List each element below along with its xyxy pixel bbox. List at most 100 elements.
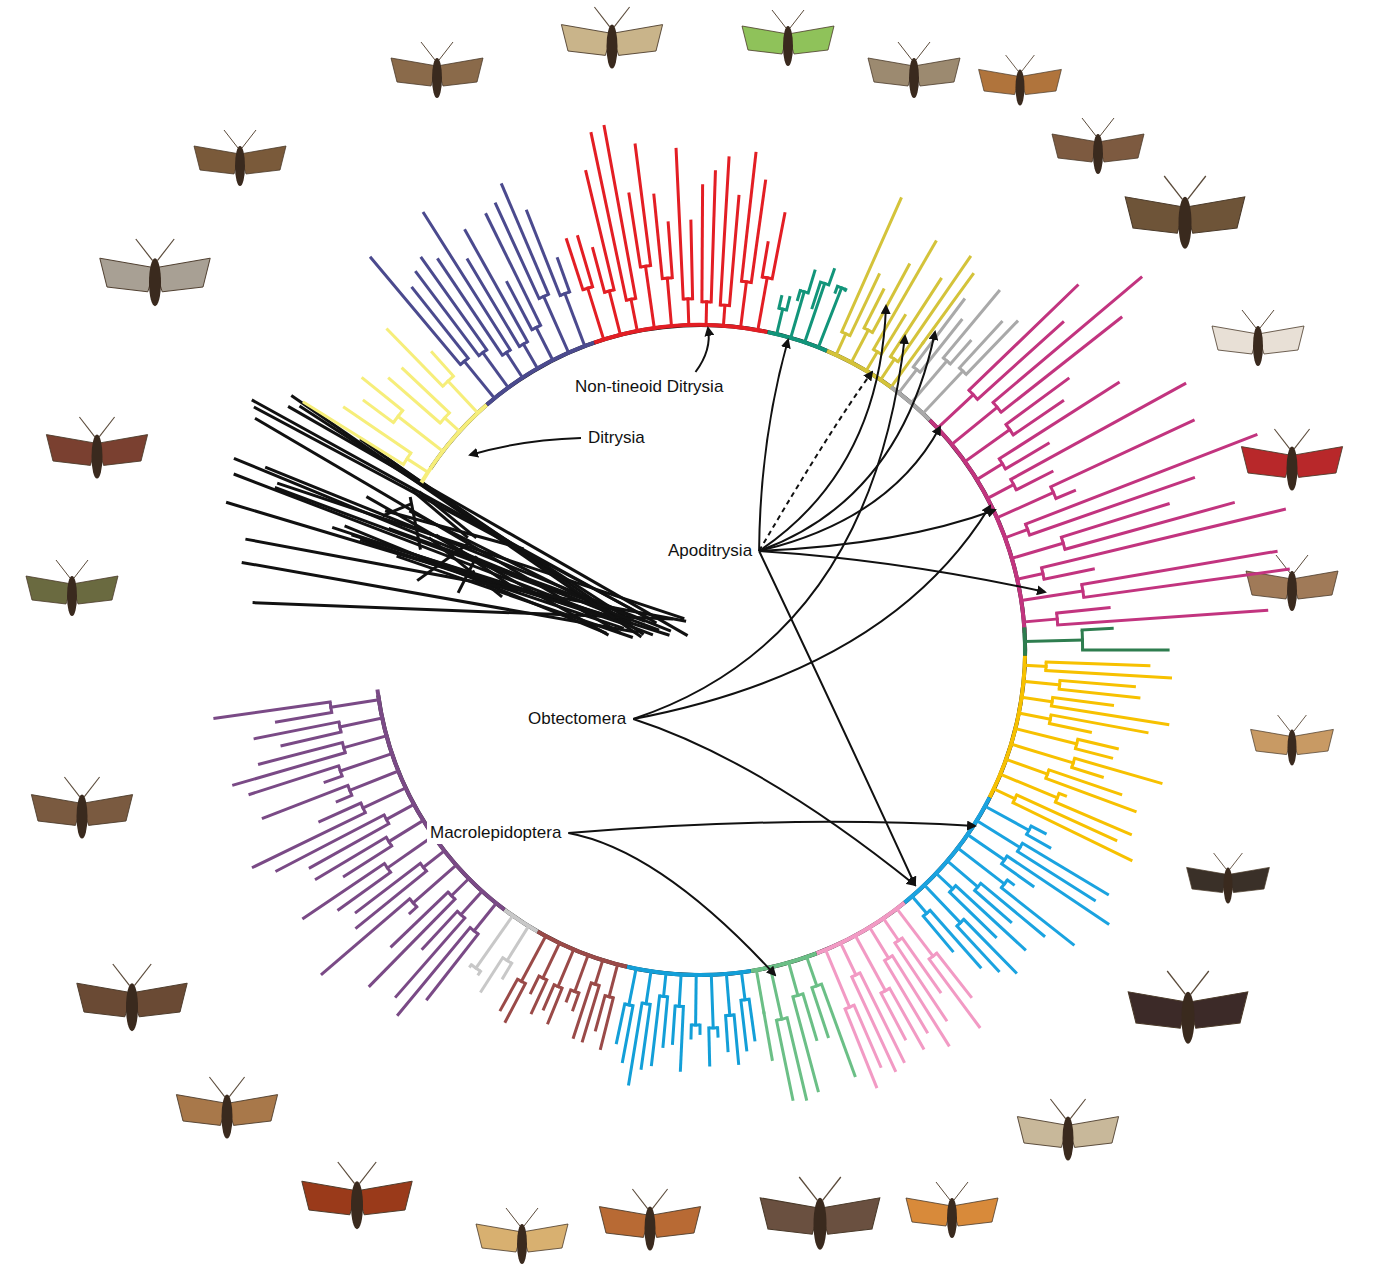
basal-branch	[419, 492, 476, 538]
tree-branch	[344, 736, 387, 748]
clade-label: Macrolepidoptera	[427, 822, 564, 844]
tree-branch	[756, 970, 764, 1012]
moth-photo	[979, 55, 1062, 105]
clade-label: Non-tineoid Ditrysia	[572, 376, 726, 398]
tree-branch	[663, 997, 668, 1047]
tree-branch	[422, 258, 487, 350]
moth-body	[432, 58, 442, 98]
moth-wing	[1128, 992, 1188, 1028]
moth-antenna	[898, 42, 912, 60]
tree-branch	[720, 158, 729, 305]
tree-branch	[448, 381, 478, 413]
tree-branch	[924, 885, 960, 923]
moth-wing	[1241, 447, 1292, 478]
tree-branch	[260, 743, 343, 765]
moth-wing	[155, 258, 210, 292]
tree-branch	[1012, 543, 1063, 558]
tree-branch	[1006, 759, 1047, 774]
tree-branch	[1058, 610, 1267, 625]
moth-wing	[760, 1198, 820, 1234]
moth-wing	[914, 58, 960, 86]
tree-branch	[855, 936, 885, 991]
moth-antenna	[224, 130, 238, 148]
tree-branch	[1024, 681, 1060, 685]
moth-wing	[906, 1198, 952, 1226]
tree-branch	[923, 916, 952, 951]
tree-branch	[1031, 826, 1045, 833]
tree-branch	[1061, 504, 1168, 537]
tree-branch	[772, 214, 785, 279]
moth-photo	[561, 7, 662, 69]
tree-branch	[378, 325, 1025, 975]
leader-arrow	[759, 551, 1045, 592]
tree-branch	[691, 221, 693, 299]
tree-branch	[898, 257, 970, 362]
tree-branch	[668, 223, 672, 278]
tree-branch	[521, 936, 545, 981]
tree-branch	[883, 918, 898, 940]
tree-branch	[1075, 758, 1161, 783]
tree-branch	[423, 911, 458, 948]
moth-photo	[1212, 310, 1304, 366]
moth-wing	[1098, 134, 1144, 162]
basal-branch	[288, 406, 687, 635]
moth-wing	[1187, 867, 1228, 892]
moth-wing	[31, 795, 82, 826]
tree-branch	[711, 172, 715, 302]
tree-branch	[322, 899, 410, 974]
tree-branch	[398, 416, 443, 451]
moth-antenna	[652, 1189, 667, 1209]
moth-photo	[1241, 429, 1342, 491]
moth-body	[814, 1198, 827, 1250]
tree-branch	[808, 271, 815, 293]
moth-photo	[176, 1077, 277, 1139]
tree-branch	[762, 243, 768, 277]
tree-branch	[741, 282, 747, 328]
moth-photo	[1246, 555, 1338, 611]
tree-branch	[1030, 478, 1194, 535]
tree-branch	[646, 971, 651, 1004]
moth-wing	[868, 58, 914, 86]
tree-branch	[654, 195, 662, 278]
moth-wing	[26, 576, 72, 604]
moth-antenna	[136, 239, 153, 261]
tree-branch	[331, 700, 379, 707]
tree-branch	[609, 291, 620, 335]
tree-branch	[938, 395, 974, 429]
moth-antenna	[338, 1162, 355, 1184]
moth-body	[1063, 1117, 1074, 1161]
tree-branch	[667, 278, 671, 326]
moth-wing	[82, 795, 133, 826]
moth-wing	[561, 25, 612, 56]
leader-arrow	[633, 719, 915, 885]
tree-branch	[389, 379, 440, 424]
tree-branch	[905, 798, 990, 903]
tree-branch	[1011, 744, 1073, 763]
moth-photo	[26, 560, 118, 616]
tree-branch	[337, 795, 352, 801]
moth-antenna	[1278, 715, 1291, 731]
moth-photo	[194, 130, 286, 186]
tree-branch	[676, 149, 683, 299]
moth-body	[1287, 447, 1298, 491]
tree-branch	[793, 997, 818, 1091]
tree-branch	[700, 186, 704, 302]
tree-branch	[852, 977, 895, 1071]
tree-branch	[842, 199, 901, 332]
tree-branch	[1025, 640, 1083, 642]
moth-body	[351, 1181, 363, 1229]
tree-branch	[673, 1006, 676, 1043]
tree-branch	[1023, 843, 1108, 894]
tree-branch	[388, 330, 443, 387]
tree-branch	[386, 804, 414, 819]
tree-branch	[1017, 574, 1043, 580]
tree-branch	[1083, 649, 1169, 652]
basal-branch	[412, 490, 468, 537]
moth-antenna	[1294, 429, 1309, 449]
tree-branch	[486, 215, 540, 326]
tree-branch	[423, 851, 444, 868]
moth-antenna	[79, 417, 94, 437]
moth-antenna	[614, 7, 629, 27]
tree-branch	[501, 979, 518, 1010]
tree-branch	[398, 928, 470, 1015]
